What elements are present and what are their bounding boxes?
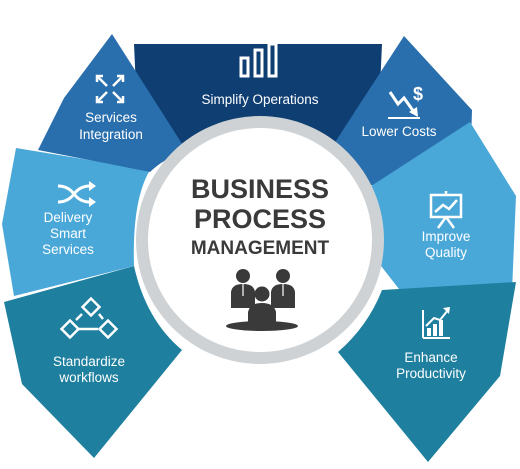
presentation-chart-icon <box>429 191 463 229</box>
label-simplify-operations: Simplify Operations <box>201 92 318 107</box>
segment-enhance-productivity <box>338 282 516 462</box>
growth-chart-icon <box>422 307 450 339</box>
label-delivery-smart-services-3: Services <box>42 242 94 257</box>
business-meeting-icon <box>226 269 298 331</box>
label-improve-quality-1: Improve <box>422 229 471 244</box>
dollar-decrease-icon: $ <box>388 84 423 119</box>
label-services-integration-2: Integration <box>79 127 143 142</box>
segment-delivery-smart-services <box>2 148 150 296</box>
segment-simplify-operations <box>134 44 382 150</box>
center-core <box>148 128 372 352</box>
workflow-icon <box>59 296 119 340</box>
integration-arrows-icon <box>95 74 125 104</box>
label-services-integration-1: Services <box>85 110 137 125</box>
label-lower-costs: Lower Costs <box>361 124 436 139</box>
center-title-line2: PROCESS <box>194 204 326 234</box>
shuffle-arrows-icon <box>57 181 96 207</box>
segment-services-integration <box>38 34 186 172</box>
label-delivery-smart-services-1: Delivery <box>44 210 93 225</box>
center-title-line1: BUSINESS <box>191 174 329 204</box>
segment-improve-quality <box>368 122 516 298</box>
label-enhance-productivity-1: Enhance <box>404 350 457 365</box>
label-standardize-workflows-1: Standardize <box>53 354 125 369</box>
center-title-line3: MANAGEMENT <box>191 238 330 259</box>
label-delivery-smart-services-2: Smart <box>50 226 86 241</box>
label-enhance-productivity-2: Productivity <box>396 366 466 381</box>
svg-text:$: $ <box>413 84 423 104</box>
label-improve-quality-2: Quality <box>425 245 467 260</box>
label-standardize-workflows-2: workflows <box>58 370 119 385</box>
segment-standardize-workflows <box>4 266 182 458</box>
bar-chart-icon <box>239 42 278 78</box>
